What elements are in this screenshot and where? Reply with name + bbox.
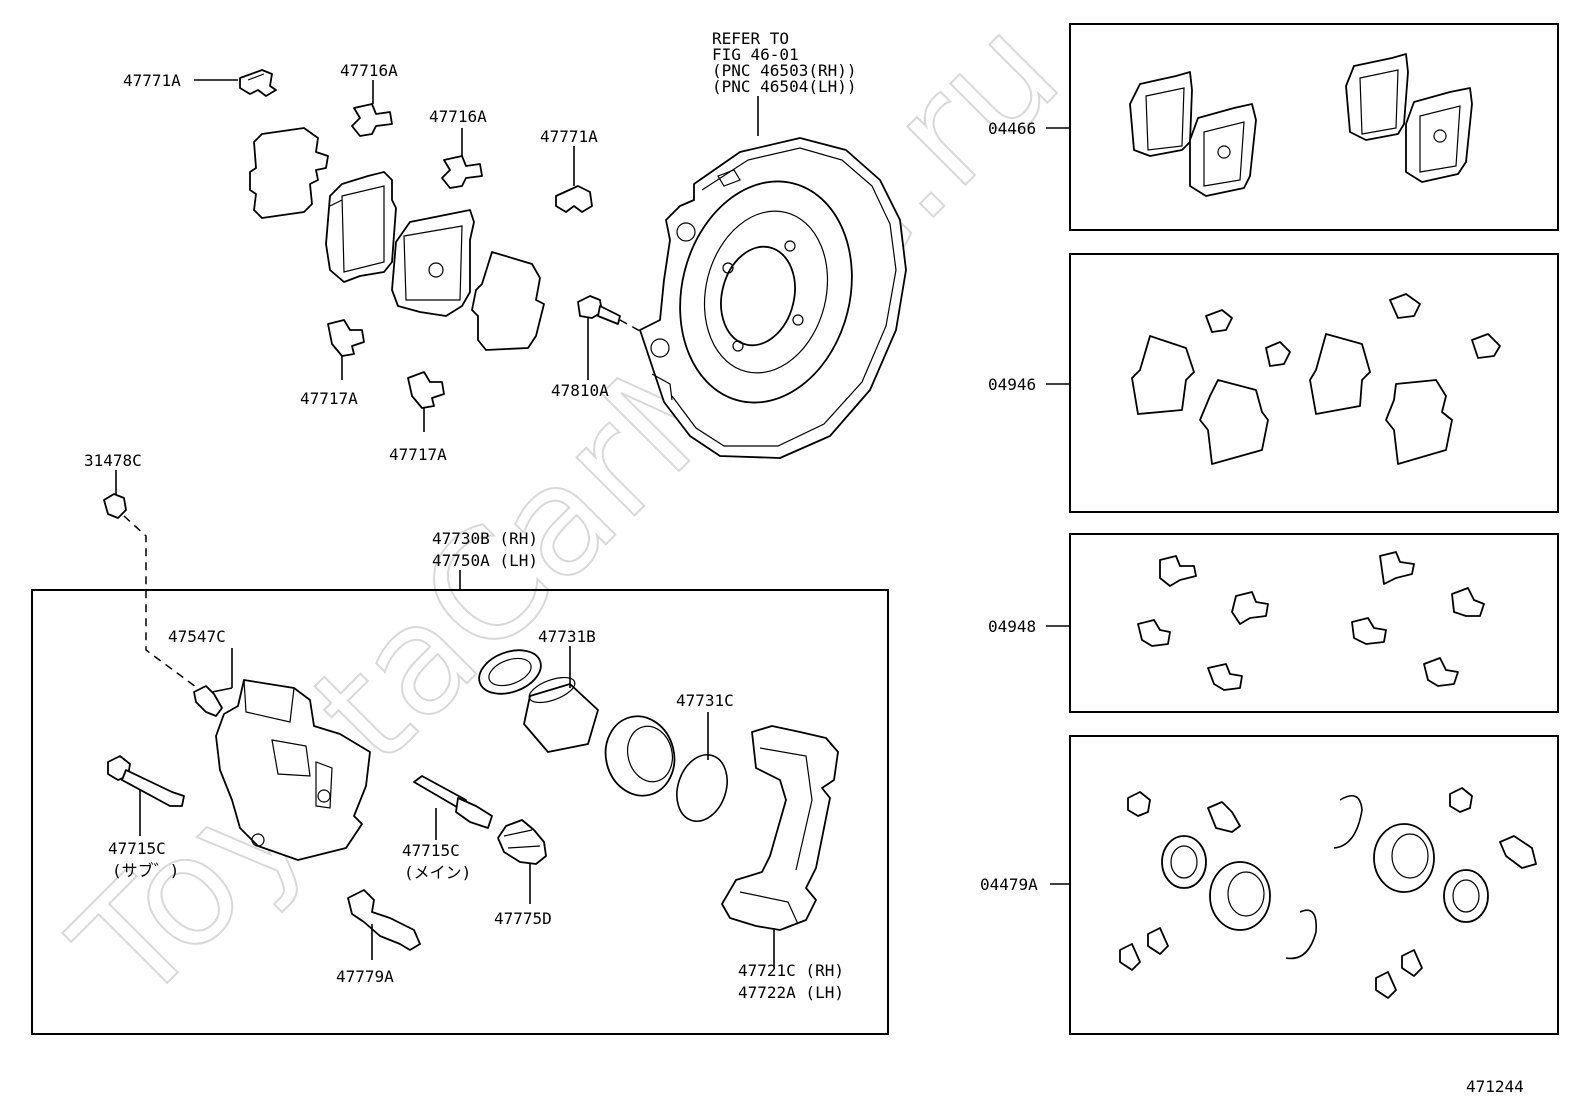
label-04946[interactable]: 04946 [988, 375, 1036, 394]
brake-pad-2[interactable] [391, 209, 475, 317]
mounting-label-lh[interactable]: 47722A (LH) [738, 983, 844, 1002]
label-47771A-2[interactable]: 47771A [540, 127, 598, 146]
label-47731C[interactable]: 47731C [676, 691, 734, 710]
caliper-cylinder-body[interactable] [215, 679, 371, 861]
kit-04948-clips[interactable] [1137, 551, 1485, 691]
label-47731B[interactable]: 47731B [538, 627, 596, 646]
part-31478C-bleeder-cap[interactable] [103, 493, 127, 519]
kit-box-04948 [1069, 533, 1559, 713]
label-47715C-main[interactable]: 47715C [402, 841, 460, 860]
kit-04946-shims-clips[interactable] [1131, 293, 1501, 465]
figure-number: 471244 [1466, 1077, 1524, 1096]
label-47810A[interactable]: 47810A [551, 381, 609, 400]
label-47716A-2[interactable]: 47716A [429, 107, 487, 126]
label-04466[interactable]: 04466 [988, 119, 1036, 138]
label-47715C-sub-note: (サブ゛) [112, 861, 179, 880]
caliper-assembly-box [31, 589, 889, 1035]
part-47731C-set-ring[interactable] [669, 748, 736, 828]
label-31478C[interactable]: 31478C [84, 451, 142, 470]
part-47715C-slide-pin-sub[interactable] [107, 755, 185, 807]
brake-pad-1[interactable] [325, 171, 397, 283]
part-47715C-slide-pin-main[interactable] [413, 775, 493, 829]
label-47779A[interactable]: 47779A [336, 967, 394, 986]
svg-text:(PNC 46503(RH)): (PNC 46503(RH)) [712, 61, 857, 80]
kit-04466-pads[interactable] [1129, 53, 1473, 197]
svg-text:FIG 46-01: FIG 46-01 [712, 45, 799, 64]
label-47771A-1[interactable]: 47771A [123, 71, 181, 90]
part-47731B-piston-seal[interactable] [473, 642, 547, 701]
kit-box-04466 [1069, 23, 1559, 231]
watermark: ToyotaCarMine.ru [42, 0, 1092, 1036]
label-47716A-1[interactable]: 47716A [340, 61, 398, 80]
svg-text:(PNC 46504(LH)): (PNC 46504(LH)) [712, 77, 857, 96]
kit-box-04479A [1069, 735, 1559, 1035]
part-47716A-clip-2[interactable] [441, 155, 483, 189]
label-04479A[interactable]: 04479A [980, 875, 1038, 894]
part-47775D-boot[interactable] [497, 819, 547, 865]
mounting-label-rh[interactable]: 47721C (RH) [738, 961, 844, 980]
caliper-mounting-bracket[interactable] [721, 725, 839, 931]
part-47717A-clip-2[interactable] [407, 371, 445, 409]
label-47717A-2[interactable]: 47717A [389, 445, 447, 464]
part-47716A-clip-1[interactable] [351, 103, 393, 137]
anti-squeal-shim-1[interactable] [249, 127, 329, 219]
anti-squeal-shim-2[interactable] [471, 251, 545, 351]
label-47775D[interactable]: 47775D [494, 909, 552, 928]
caliper-label-rh[interactable]: 47730B (RH) [432, 529, 538, 548]
refer-note: REFER TO FIG 46-01 (PNC 46503(RH)) (PNC … [712, 29, 857, 96]
kit-box-04946 [1069, 253, 1559, 513]
label-47547C[interactable]: 47547C [168, 627, 226, 646]
brake-backing-plate[interactable] [639, 137, 907, 459]
part-47771A-clip-1[interactable] [239, 69, 277, 97]
part-47810A-bolt[interactable] [577, 295, 621, 325]
caliper-label-lh[interactable]: 47750A (LH) [432, 551, 538, 570]
label-47717A-1[interactable]: 47717A [300, 389, 358, 408]
label-04948[interactable]: 04948 [988, 617, 1036, 636]
part-47717A-clip-1[interactable] [327, 319, 365, 357]
part-47779A-bushing[interactable] [347, 889, 421, 951]
part-47547C-bleeder-plug[interactable] [193, 685, 223, 717]
kit-04479A-seals[interactable] [1119, 787, 1537, 999]
label-47715C-sub[interactable]: 47715C [108, 839, 166, 858]
part-47771A-clip-2[interactable] [555, 185, 593, 213]
label-47715C-main-note: (メイン) [404, 863, 471, 882]
part-47731B-piston[interactable] [523, 672, 599, 753]
cylinder-boot[interactable] [597, 709, 682, 803]
svg-text:REFER TO: REFER TO [712, 29, 789, 48]
